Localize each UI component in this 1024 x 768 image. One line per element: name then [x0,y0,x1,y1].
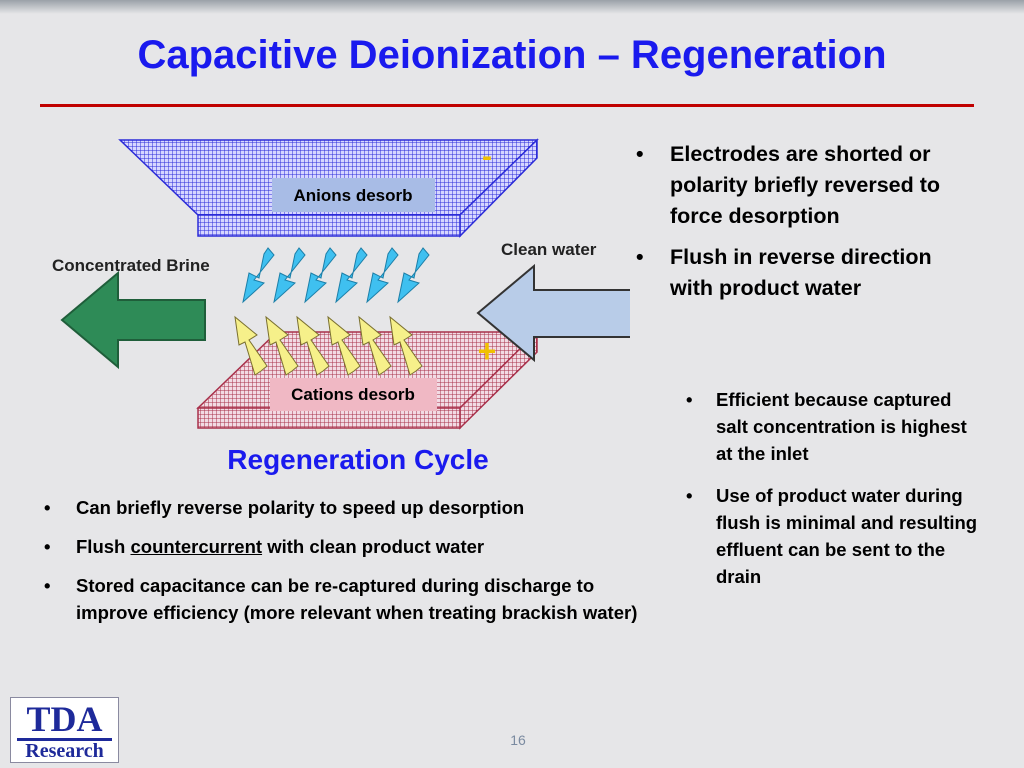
anions-label: Anions desorb [293,186,412,205]
right-bullet-list: Electrodes are shorted or polarity brief… [636,139,966,314]
logo-line2: Research [25,740,104,762]
bottom-bullet: Stored capacitance can be re-captured du… [44,572,664,626]
negative-sign: - [482,140,492,173]
right-bullet: Electrodes are shorted or polarity brief… [636,139,966,232]
anions-label-box [272,178,435,212]
underlined-term: countercurrent [130,536,263,557]
cations-label: Cations desorb [291,385,415,404]
sub-bullet: Use of product water during flush is min… [684,482,984,590]
logo-divider [17,738,112,741]
clean-water-inlet-arrow [476,263,630,363]
bullet-text: with clean product water [262,536,485,557]
brine-outlet-arrow [60,270,206,370]
regeneration-diagram: Anions desorb - Cations desorb + Concent… [52,138,630,475]
positive-sign: + [478,333,497,369]
title-divider [40,104,974,107]
clean-water-label: Clean water [501,240,597,259]
bullet-text: Flush [76,536,131,557]
concentrated-brine-label: Concentrated Brine [52,256,210,275]
bottom-bullet-list: Can briefly reverse polarity to speed up… [44,494,664,638]
logo-line1: TDA [26,699,103,739]
bullet-text: Can briefly reverse polarity to speed up… [76,497,525,518]
bottom-bullet: Can briefly reverse polarity to speed up… [44,494,664,521]
cation-arrows [234,315,423,376]
cations-label-box [270,378,437,411]
right-bullet: Flush in reverse direction with product … [636,242,966,304]
diagram-caption: Regeneration Cycle [227,444,488,475]
top-gradient-band [0,0,1024,14]
bottom-bullet: Flush countercurrent with clean product … [44,533,664,560]
bullet-text: Stored capacitance can be re-captured du… [76,575,638,623]
slide-title: Capacitive Deionization – Regeneration [137,33,887,77]
page-number: 16 [510,732,526,748]
anion-arrows [242,247,430,304]
tda-research-logo: TDA Research [10,697,119,763]
sub-bullet-list: Efficient because captured salt concentr… [684,386,984,605]
sub-bullet: Efficient because captured salt concentr… [684,386,984,467]
